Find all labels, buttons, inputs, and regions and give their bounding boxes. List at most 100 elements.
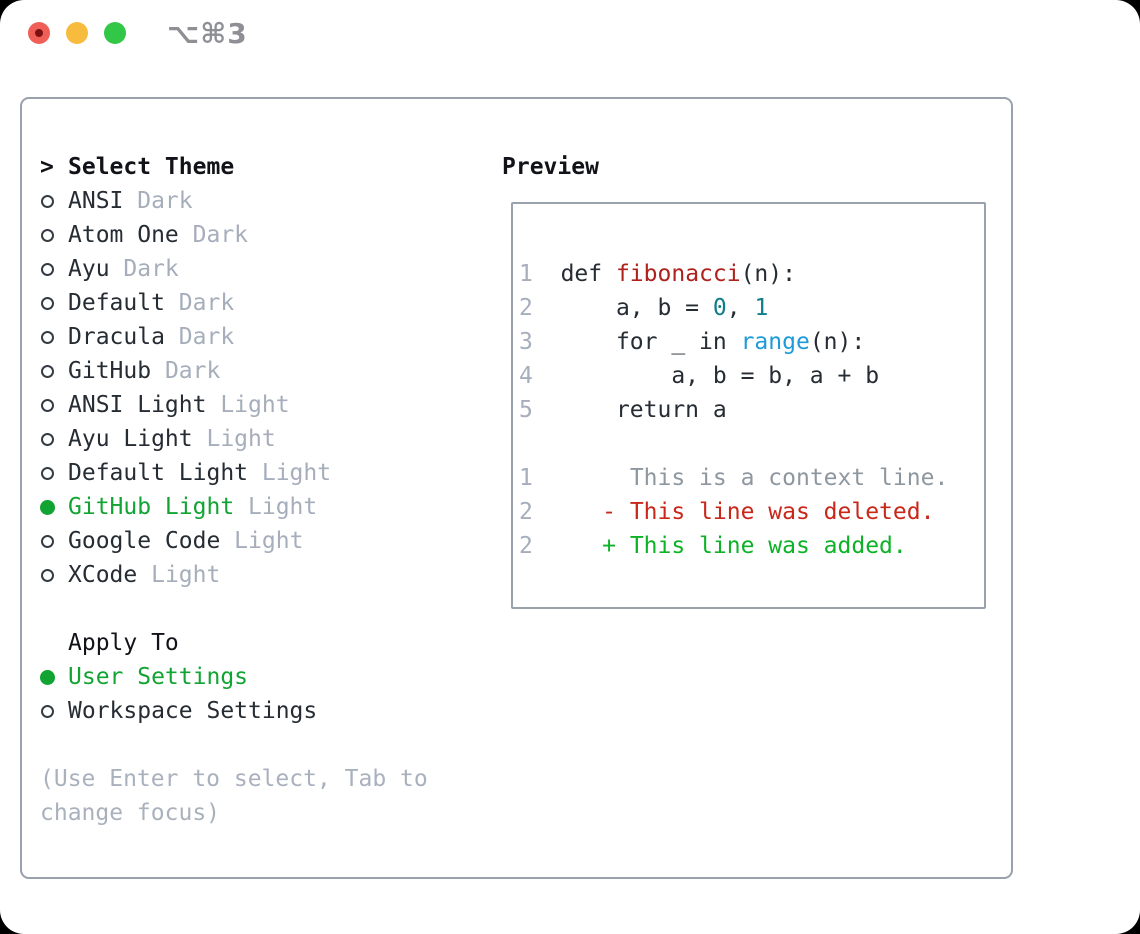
theme-name: Google Code <box>68 528 221 554</box>
radio-icon <box>40 262 68 276</box>
diff-line: 2 + This line was added. <box>519 529 984 563</box>
theme-variant-tag: Light <box>220 528 304 554</box>
line-number: 2 <box>519 295 533 321</box>
theme-name: Ayu <box>68 256 110 282</box>
code-token: return a <box>560 397 727 423</box>
diff-marker <box>602 465 630 491</box>
radio-icon <box>40 466 68 480</box>
prompt-caret: > <box>40 154 54 180</box>
line-number: 2 <box>519 533 533 559</box>
apply-to-title: Apply To <box>68 630 179 656</box>
theme-list-item[interactable]: Dracula Dark <box>40 320 490 354</box>
theme-variant-tag: Light <box>206 392 290 418</box>
radio-icon <box>40 296 68 310</box>
help-text-line-2: change focus) <box>40 800 221 826</box>
theme-list-item[interactable]: Default Dark <box>40 286 490 320</box>
diff-line: 1 This is a context line. <box>519 461 984 495</box>
theme-name: Dracula <box>68 324 165 350</box>
theme-variant-tag: Dark <box>123 188 193 214</box>
code-token: a, b = <box>560 295 713 321</box>
radio-selected-icon <box>40 669 68 685</box>
theme-name: ANSI Light <box>68 392 207 418</box>
diff-block: 1 This is a context line.2 - This line w… <box>519 461 984 563</box>
theme-variant-tag: Dark <box>109 256 179 282</box>
preview-title: Preview <box>502 154 599 180</box>
diff-marker: + <box>602 533 630 559</box>
theme-variant-tag: Light <box>248 460 332 486</box>
radio-icon <box>40 364 68 378</box>
theme-name: Atom One <box>68 222 179 248</box>
radio-icon <box>40 398 68 412</box>
theme-list-item[interactable]: Ayu Light Light <box>40 422 490 456</box>
theme-name: GitHub <box>68 358 152 384</box>
radio-selected-icon <box>40 499 68 515</box>
theme-variant-tag: Light <box>192 426 276 452</box>
theme-list-item[interactable]: Default Light Light <box>40 456 490 490</box>
minimize-icon[interactable] <box>66 22 88 44</box>
theme-name: GitHub Light <box>68 494 235 520</box>
theme-list-item[interactable]: ANSI Dark <box>40 184 490 218</box>
theme-variant-tag: Dark <box>164 290 235 316</box>
line-number: 1 <box>519 261 533 287</box>
line-number: 3 <box>519 329 533 355</box>
code-token: a, b = b, a + b <box>560 363 880 389</box>
theme-list-item[interactable]: Atom One Dark <box>40 218 490 252</box>
theme-list-item[interactable]: ANSI Light Light <box>40 388 490 422</box>
theme-list-item[interactable]: GitHub Dark <box>40 354 490 388</box>
code-token: range <box>740 329 810 355</box>
theme-list-item[interactable]: GitHub Light Light <box>40 490 490 524</box>
apply-to-option[interactable]: User Settings <box>40 660 490 694</box>
theme-name: Default <box>68 290 165 316</box>
close-icon[interactable] <box>28 22 50 44</box>
diff-text: This line was deleted. <box>629 499 935 525</box>
radio-icon <box>40 330 68 344</box>
code-token: def <box>560 261 616 287</box>
radio-icon <box>40 432 68 446</box>
titlebar: ⌥⌘3 <box>0 0 1140 66</box>
diff-line: 2 - This line was deleted. <box>519 495 984 529</box>
theme-variant-tag: Dark <box>178 222 249 248</box>
window-title: ⌥⌘3 <box>167 17 248 50</box>
code-token: (n): <box>740 261 796 287</box>
theme-variant-tag: Light <box>234 494 318 520</box>
diff-text: This line was added. <box>629 533 907 559</box>
theme-list-item[interactable]: XCode Light <box>40 558 490 592</box>
apply-to-label: Workspace Settings <box>68 698 318 724</box>
code-line: 5 return a <box>519 393 984 427</box>
code-token: 0 <box>712 295 727 321</box>
radio-icon <box>40 534 68 548</box>
apply-to-label: User Settings <box>68 664 249 690</box>
code-token: (n): <box>809 329 866 355</box>
code-token: for _ in <box>560 329 741 355</box>
code-token: 1 <box>754 295 769 321</box>
line-number: 2 <box>519 499 533 525</box>
radio-icon <box>40 194 68 208</box>
code-token: , <box>726 295 755 321</box>
line-number: 5 <box>519 397 533 423</box>
theme-name: ANSI <box>68 188 124 214</box>
theme-variant-tag: Dark <box>151 358 221 384</box>
theme-name: Default Light <box>68 460 249 486</box>
code-line: 1 def fibonacci(n): <box>519 257 984 291</box>
apply-to-option[interactable]: Workspace Settings <box>40 694 490 728</box>
select-theme-header-row: > Select Theme <box>40 150 490 184</box>
code-token: fibonacci <box>615 261 741 287</box>
theme-name: XCode <box>68 562 138 588</box>
theme-list-item[interactable]: Ayu Dark <box>40 252 490 286</box>
apply-to-header-row: Apply To <box>40 626 490 660</box>
theme-list-item[interactable]: Google Code Light <box>40 524 490 558</box>
radio-icon <box>40 704 68 718</box>
diff-text: This is a context line. <box>629 465 949 491</box>
help-text-line-1: (Use Enter to select, Tab to <box>40 766 428 792</box>
line-number: 4 <box>519 363 533 389</box>
zoom-icon[interactable] <box>104 22 126 44</box>
code-line: 2 a, b = 0, 1 <box>519 291 984 325</box>
code-line: 4 a, b = b, a + b <box>519 359 984 393</box>
select-theme-title: Select Theme <box>68 154 235 180</box>
